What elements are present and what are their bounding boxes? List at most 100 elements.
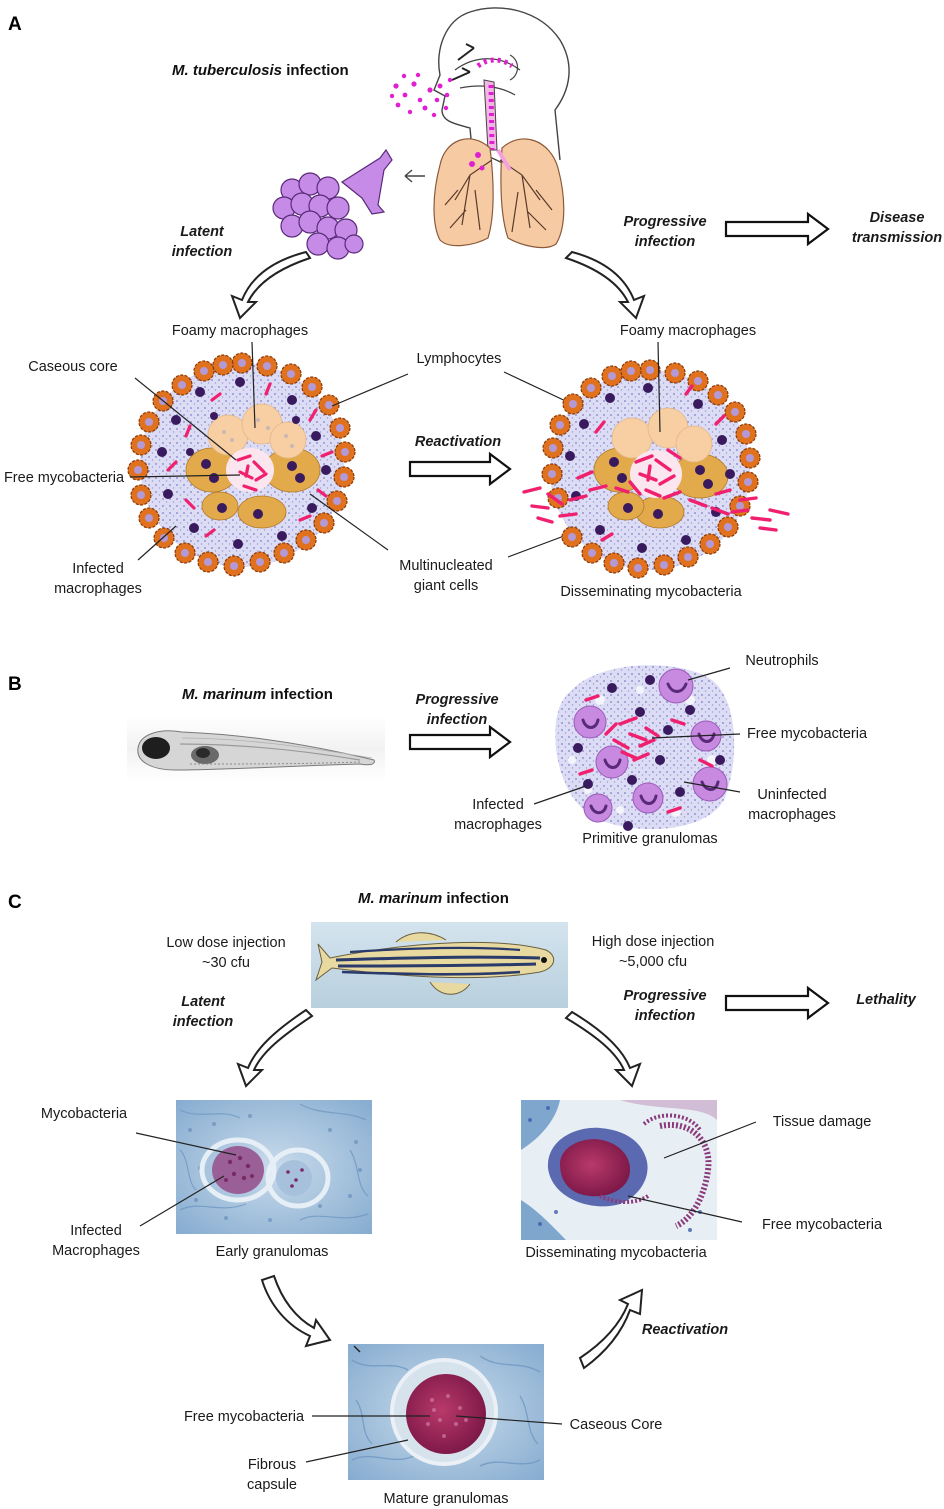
panel-b-letter: B xyxy=(8,674,22,695)
b-progressive-label-2: infection xyxy=(427,712,488,728)
zebrafish-larva-photo xyxy=(127,716,385,782)
c-fibrous-label-2: capsule xyxy=(247,1477,297,1493)
a-latent-label-1: Latent xyxy=(180,224,225,240)
panel-a-letter: A xyxy=(8,14,22,35)
c-mycobacteria-leader xyxy=(135,1132,237,1156)
mature-granuloma-core xyxy=(406,1374,486,1454)
adult-zebrafish-photo xyxy=(311,922,568,1008)
b-neutrophils-leader xyxy=(687,667,731,681)
c-free-mycobacteria-right-label: Free mycobacteria xyxy=(762,1217,883,1233)
panel-a-title: M. tuberculosis infection xyxy=(172,62,349,79)
a-disseminating-label: Disseminating mycobacteria xyxy=(560,584,742,600)
a-progressive-label-1: Progressive xyxy=(623,214,706,230)
mature-granuloma-photo xyxy=(348,1344,544,1480)
lungs-illustration xyxy=(433,138,565,249)
b-free-mycobacteria-label: Free mycobacteria xyxy=(747,726,868,742)
c-latent-curved-arrow xyxy=(236,1008,314,1088)
c-latent-label-2: infection xyxy=(173,1014,234,1030)
a-giant-label-1: Multinucleated xyxy=(399,558,493,574)
panel-c-title: M. marinum infection xyxy=(358,890,509,907)
a-latent-label-2: infection xyxy=(172,244,233,260)
c-low-dose-label-2: ~30 cfu xyxy=(202,955,250,971)
lymphocytes xyxy=(157,377,331,549)
c-mycobacteria-label: Mycobacteria xyxy=(41,1106,128,1122)
progressive-granuloma-illustration xyxy=(522,359,790,579)
b-infected-leader xyxy=(533,785,587,805)
b-uninfected-label-1: Uninfected xyxy=(757,787,826,803)
c-latent-label-1: Latent xyxy=(181,994,226,1010)
a-giant-leader-left xyxy=(309,493,389,551)
c-reactivation-curved-arrow xyxy=(578,1288,644,1370)
a-disease-label-2: transmission xyxy=(852,230,942,246)
a-caseous-core-leader xyxy=(134,377,237,461)
b-primitive-label: Primitive granulomas xyxy=(582,831,717,847)
a-disease-label-1: Disease xyxy=(870,210,925,226)
b-neutrophils-label: Neutrophils xyxy=(745,653,818,669)
primitive-granuloma-illustration xyxy=(555,665,735,831)
c-free-mycobacteria-bottom-label: Free mycobacteria xyxy=(184,1409,305,1425)
c-tissue-damage-leader xyxy=(663,1121,757,1159)
a-infected-label-2: macrophages xyxy=(54,581,142,597)
c-high-dose-label-2: ~5,000 cfu xyxy=(619,954,687,970)
a-to-disease-arrow xyxy=(724,211,830,247)
panel-c-title-suffix: infection xyxy=(442,890,509,907)
c-low-dose-label-1: Low dose injection xyxy=(166,935,285,951)
a-lymphocytes-leader-right xyxy=(503,371,573,405)
giant-cells xyxy=(185,447,321,529)
c-to-lethality-arrow xyxy=(724,985,830,1021)
panel-a-title-suffix: infection xyxy=(282,62,349,79)
c-infected-label-1: Infected xyxy=(70,1223,122,1239)
b-infected-label-1: Infected xyxy=(472,797,524,813)
a-left-foamy-leader xyxy=(251,341,256,429)
c-early-label: Early granulomas xyxy=(216,1244,329,1260)
a-lymphocytes-label: Lymphocytes xyxy=(417,351,502,367)
c-tissue-damage-label: Tissue damage xyxy=(773,1114,872,1130)
b-uninfected-label-2: macrophages xyxy=(748,807,836,823)
b-infected-label-2: macrophages xyxy=(454,817,542,833)
a-progressive-label-2: infection xyxy=(635,234,696,250)
a-left-foamy-label: Foamy macrophages xyxy=(172,323,308,339)
early-granuloma-core-1 xyxy=(212,1146,264,1194)
a-reactivation-label: Reactivation xyxy=(415,434,501,450)
c-latent-to-mature-arrow xyxy=(260,1274,332,1348)
panel-b-title-species: M. marinum xyxy=(182,686,266,703)
panel-c: C M. marinum infection Low dose injectio… xyxy=(8,890,917,1507)
c-progressive-curved-arrow xyxy=(564,1010,642,1088)
a-free-mycobacteria-leader xyxy=(129,474,241,478)
a-right-foamy-leader xyxy=(657,341,661,433)
c-progressive-label-1: Progressive xyxy=(623,988,706,1004)
b-bacteria xyxy=(578,694,714,814)
c-fibrous-label-1: Fibrous xyxy=(248,1457,296,1473)
b-progressive-arrow xyxy=(408,724,512,760)
c-infected-leader xyxy=(139,1175,225,1227)
disseminating-granuloma-core xyxy=(560,1139,630,1197)
c-mature-label: Mature granulomas xyxy=(384,1491,509,1507)
lung-to-alveoli-arrow xyxy=(404,169,425,183)
disseminating-granuloma-photo xyxy=(521,1100,717,1240)
panel-c-letter: C xyxy=(8,892,22,913)
panel-b: B M. marinum infection Progressive infec… xyxy=(8,653,868,847)
disseminating-bacteria xyxy=(522,384,790,542)
a-latent-curved-arrow xyxy=(230,250,312,320)
early-granuloma-photo xyxy=(176,1100,372,1234)
panel-b-title: M. marinum infection xyxy=(182,686,333,703)
alveoli-cluster xyxy=(272,148,393,260)
a-free-mycobacteria-label: Free mycobacteria xyxy=(4,470,125,486)
c-caseous-core-leader xyxy=(455,1415,563,1425)
c-high-dose-label-1: High dose injection xyxy=(592,934,715,950)
a-giant-label-2: giant cells xyxy=(414,578,478,594)
a-reactivation-arrow xyxy=(408,451,512,487)
c-lethality-label: Lethality xyxy=(856,992,917,1008)
a-infected-leader xyxy=(137,525,177,561)
a-lymphocytes-leader-left xyxy=(331,373,409,407)
latent-granuloma-illustration xyxy=(127,352,356,577)
a-right-foamy-label: Foamy macrophages xyxy=(620,323,756,339)
a-infected-label-1: Infected xyxy=(72,561,124,577)
panel-a-title-species: M. tuberculosis xyxy=(172,62,282,79)
a-caseous-core-label: Caseous core xyxy=(28,359,117,375)
c-infected-label-2: Macrophages xyxy=(52,1243,140,1259)
a-progressive-curved-arrow xyxy=(564,250,646,320)
c-disseminating-label: Disseminating mycobacteria xyxy=(525,1245,707,1261)
c-free-mycobacteria-right-leader xyxy=(627,1195,743,1223)
